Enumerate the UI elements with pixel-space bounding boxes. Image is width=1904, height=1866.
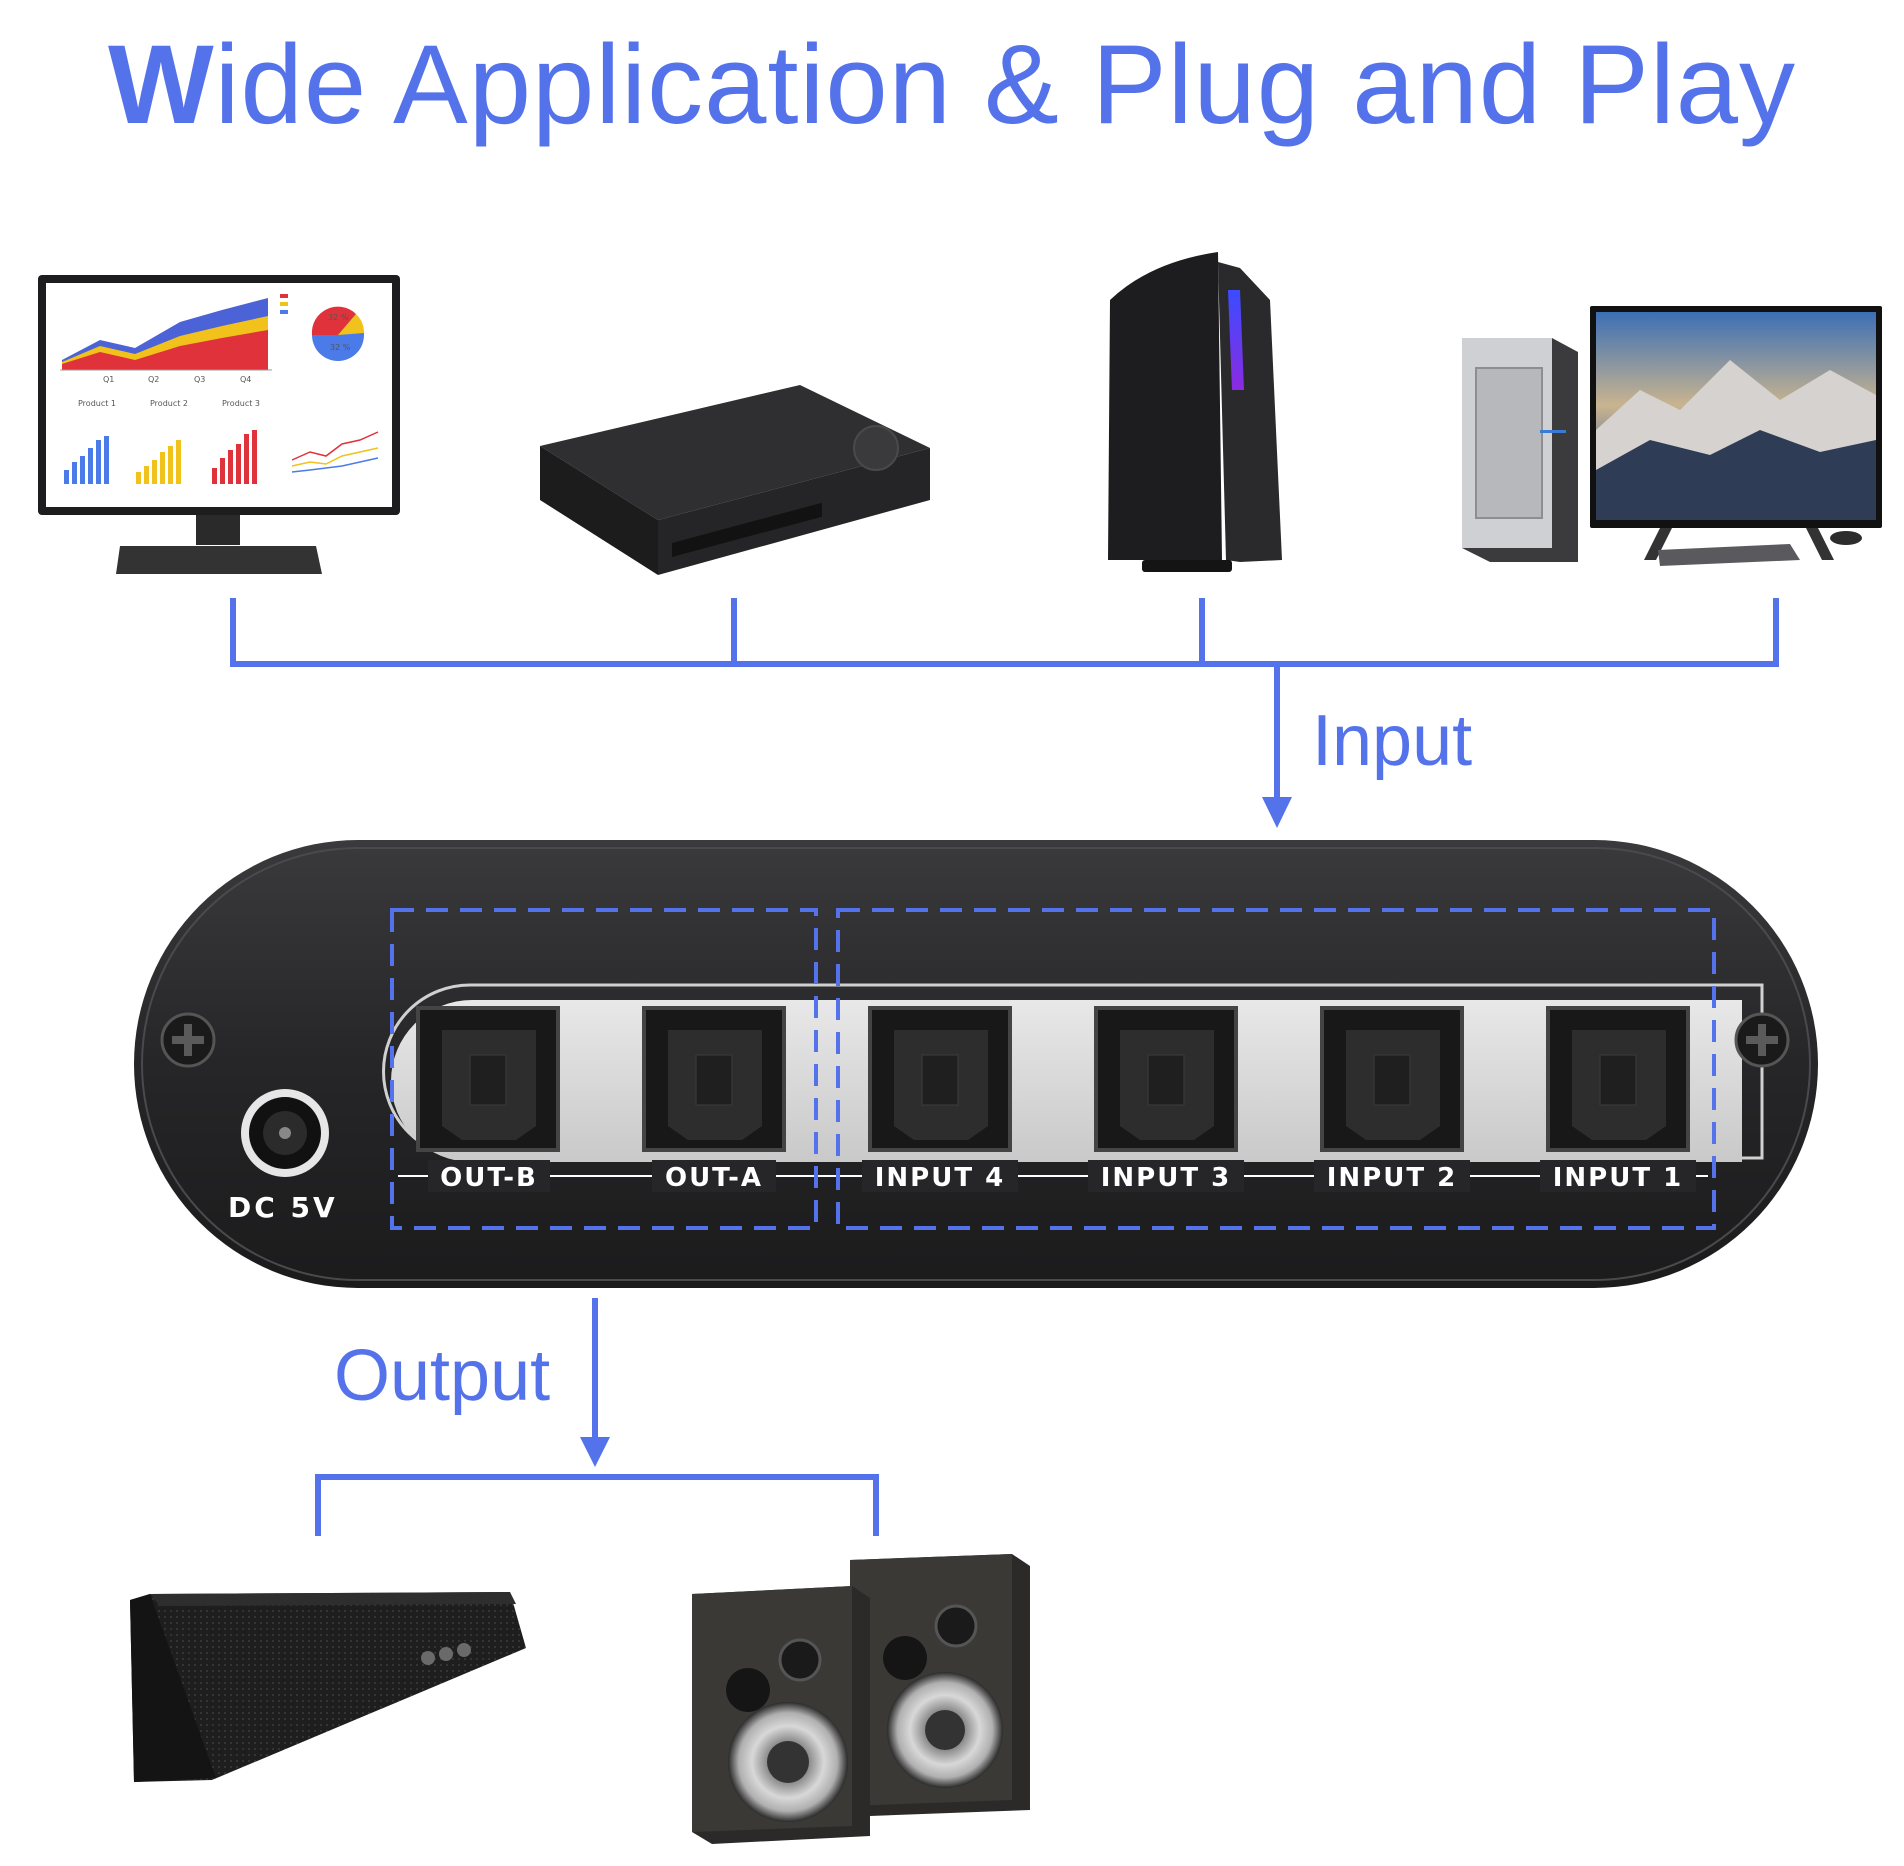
dc-power-label: DC 5V [228, 1191, 338, 1224]
input-label: Input [1312, 701, 1473, 781]
bluray-player-icon [540, 385, 930, 575]
port-label-input-4: INPUT 4 [875, 1163, 1005, 1193]
quarter-label: Q1 [103, 375, 114, 384]
output-label: Output [334, 1336, 551, 1416]
optical-switch-device: DC 5V [134, 840, 1818, 1288]
optical-port-input-1 [1546, 1006, 1690, 1152]
monitor-bar-charts: Product 1 Product 2 Product 3 [64, 399, 379, 484]
screw-icon [160, 1012, 216, 1068]
input-connector-lines [230, 598, 1779, 800]
input-arrow-icon [1262, 797, 1292, 828]
optical-port-input-2 [1320, 1006, 1464, 1152]
optical-port-out-b [416, 1006, 560, 1152]
screw-icon [1734, 1012, 1790, 1068]
output-arrow-icon [580, 1437, 610, 1467]
pie-value: 32 % [328, 313, 349, 322]
quarter-label: Q2 [148, 375, 159, 384]
product-label: Product 1 [78, 399, 116, 408]
title-first-letter: W [107, 22, 215, 147]
port-label-out-b: OUT-B [440, 1163, 538, 1193]
output-connector-lines [315, 1298, 879, 1536]
monitor-pie-chart: 32 % 32 % [280, 294, 365, 361]
output-ports-group-box [390, 908, 818, 1230]
optical-port-out-a [642, 1006, 786, 1152]
quarter-label: Q4 [240, 375, 251, 384]
game-console-icon [1108, 252, 1282, 572]
desktop-pc-icon [1462, 306, 1882, 566]
port-label-out-a: OUT-A [665, 1163, 763, 1193]
port-label-input-3: INPUT 3 [1101, 1163, 1231, 1193]
dc-power-jack-icon [241, 1089, 329, 1177]
optical-port-input-3 [1094, 1006, 1238, 1152]
port-label-input-1: INPUT 1 [1553, 1163, 1683, 1193]
port-label-input-2: INPUT 2 [1327, 1163, 1457, 1193]
page-title: Wide Application & Plug and Play [0, 20, 1904, 149]
monitor-area-chart: Q1 Q2 Q3 Q4 [60, 298, 272, 384]
quarter-label: Q3 [194, 375, 205, 384]
bookshelf-speakers-icon [692, 1554, 1030, 1844]
product-label: Product 2 [150, 399, 188, 408]
title-rest: ide Application & Plug and Play [214, 22, 1797, 147]
pie-value: 32 % [330, 343, 351, 352]
monitor-device-icon: Q1 Q2 Q3 Q4 32 % 32 % Product 1 Product … [38, 275, 400, 574]
product-label: Product 3 [222, 399, 260, 408]
soundbar-icon [130, 1592, 526, 1782]
input-ports-group-box [836, 908, 1716, 1230]
port-labels: OUT-B OUT-A INPUT 4 INPUT 3 INPUT 2 INPU… [428, 1160, 1696, 1193]
optical-port-input-4 [868, 1006, 1012, 1152]
